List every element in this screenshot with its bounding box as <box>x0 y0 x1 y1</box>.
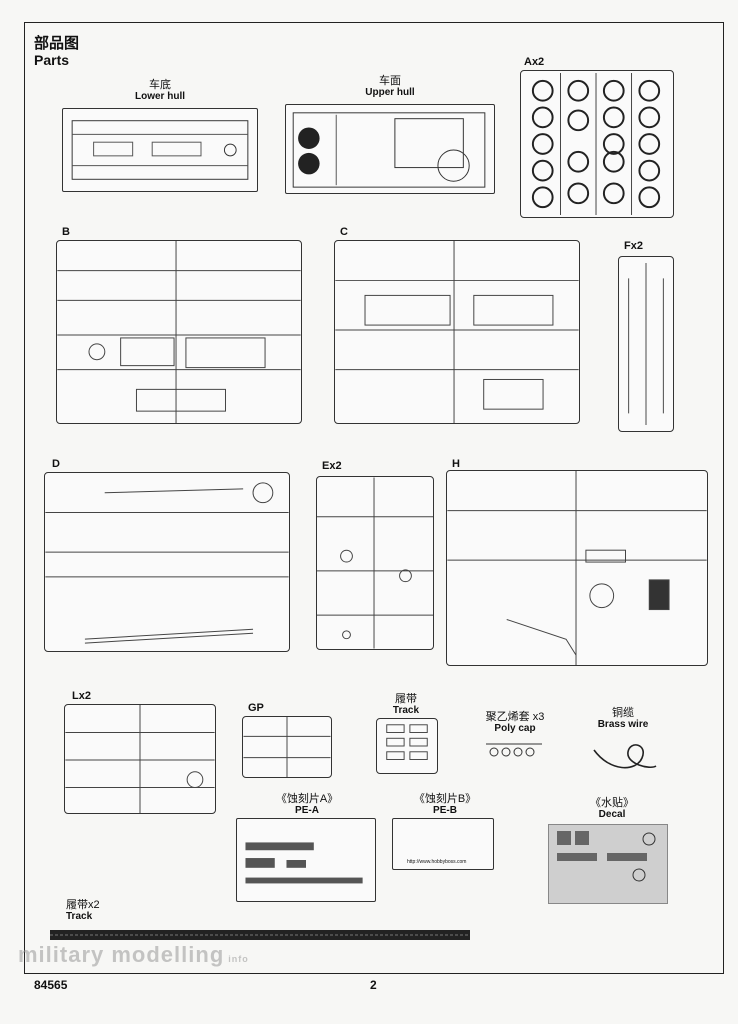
decal-sheet <box>548 824 668 904</box>
sprue-e-label: Ex2 <box>322 460 342 472</box>
poly-cap-part <box>484 738 544 764</box>
pe-a-label: 《蚀刻片A》PE-A <box>275 793 339 817</box>
parts-title-en: Parts <box>34 52 70 68</box>
pe-b-sheet: http://www.hobbyboss.com <box>392 818 494 870</box>
sprue-e <box>316 476 434 650</box>
track-sprue <box>376 718 438 774</box>
upper-hull-part <box>285 104 495 194</box>
sprue-b <box>56 240 302 424</box>
decal-label: 《水贴》Decal <box>590 797 634 821</box>
sprue-gp <box>242 716 332 778</box>
sprue-h-label: H <box>452 458 460 470</box>
sprue-a-label: Ax2 <box>524 56 545 68</box>
sprue-gp-label: GP <box>248 702 264 714</box>
sprue-d-label: D <box>52 458 60 470</box>
product-code: 84565 <box>34 978 68 992</box>
sprue-c-label: C <box>340 226 348 238</box>
sprue-a <box>520 70 674 218</box>
lower-hull-part <box>62 108 258 192</box>
track-link-strip <box>50 928 470 942</box>
pe-b-label: 《蚀刻片B》PE-B <box>413 793 477 817</box>
sprue-h <box>446 470 708 666</box>
sprue-b-label: B <box>62 226 70 238</box>
sprue-l-label: Lx2 <box>72 690 91 702</box>
sprue-f <box>618 256 674 432</box>
sprue-d <box>44 472 290 652</box>
pe-b-url: http://www.hobbyboss.com <box>407 859 467 865</box>
parts-title-cn: 部品图 <box>34 35 80 52</box>
page-number: 2 <box>370 978 377 992</box>
page-border <box>24 22 724 974</box>
sprue-f-label: Fx2 <box>624 240 643 252</box>
pe-a-sheet <box>236 818 376 902</box>
brass-wire-part <box>590 736 660 776</box>
sprue-c <box>334 240 580 424</box>
sprue-l <box>64 704 216 814</box>
